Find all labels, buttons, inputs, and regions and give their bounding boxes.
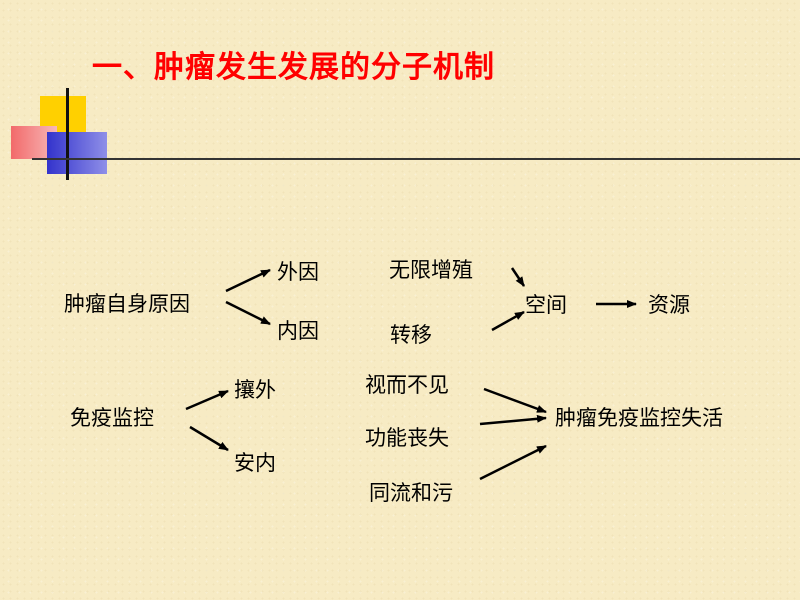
decor-vertical-line (66, 88, 69, 180)
node-external-cause: 外因 (277, 260, 319, 284)
node-collusion: 同流和污 (369, 481, 453, 505)
arrow-cause-to-internal (225, 300, 271, 326)
arrow-loss-to-failure (479, 414, 547, 426)
arrow-proliferation-to-space (510, 267, 526, 287)
arrow-surveillance-to-resist (185, 389, 229, 411)
arrow-metastasis-to-space (491, 310, 525, 332)
node-unlimited-proliferation: 无限增殖 (389, 258, 473, 282)
node-internal-cause: 内因 (277, 319, 319, 343)
node-immune-surveillance: 免疫监控 (70, 406, 154, 430)
node-resist-external: 攘外 (234, 378, 276, 402)
node-loss-of-function: 功能丧失 (365, 426, 449, 450)
node-pacify-internal: 安内 (234, 451, 276, 475)
node-turn-blind-eye: 视而不见 (365, 373, 449, 397)
arrow-cause-to-external (225, 268, 271, 293)
node-metastasis: 转移 (390, 323, 432, 347)
arrow-surveillance-to-pacify (189, 425, 229, 452)
node-resources: 资源 (648, 293, 690, 317)
node-space: 空间 (525, 293, 567, 317)
node-tumor-own-cause: 肿瘤自身原因 (64, 292, 190, 316)
arrow-blind-to-failure (483, 387, 547, 414)
node-immune-surveillance-failure: 肿瘤免疫监控失活 (555, 406, 723, 430)
arrow-collusion-to-failure (479, 444, 547, 481)
slide-title: 一、肿瘤发生发展的分子机制 (92, 50, 495, 85)
title-divider-line (32, 158, 800, 160)
decor-blue-square (47, 132, 107, 174)
